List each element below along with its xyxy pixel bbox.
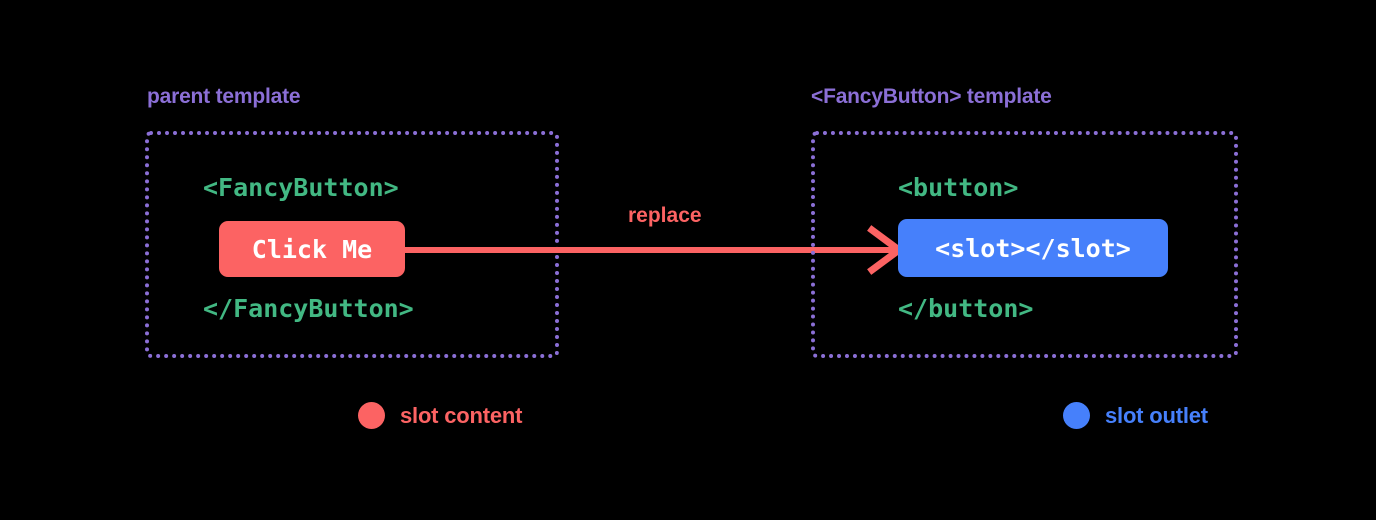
parent-template-panel <box>145 131 559 358</box>
slot-content-chip[interactable]: Click Me <box>219 221 405 277</box>
legend-dot-icon-slot-content <box>358 402 385 429</box>
replace-arrow-label: replace <box>628 204 702 227</box>
code-close-fancybutton-tag: </FancyButton> <box>203 294 414 323</box>
legend-item-slot-content: slot content <box>358 402 522 429</box>
code-close-button-tag: </button> <box>898 294 1034 323</box>
fancybutton-template-label: <FancyButton> template <box>811 85 1052 108</box>
parent-template-label: parent template <box>147 85 301 108</box>
legend-dot-icon-slot-outlet <box>1063 402 1090 429</box>
fancybutton-template-panel <box>811 131 1238 358</box>
code-open-fancybutton-tag: <FancyButton> <box>203 173 399 202</box>
legend-item-slot-outlet: slot outlet <box>1063 402 1208 429</box>
legend-label-slot-content: slot content <box>400 402 523 428</box>
code-open-button-tag: <button> <box>898 173 1019 202</box>
slot-outlet-chip[interactable]: <slot></slot> <box>898 219 1168 277</box>
legend-label-slot-outlet: slot outlet <box>1105 402 1208 428</box>
